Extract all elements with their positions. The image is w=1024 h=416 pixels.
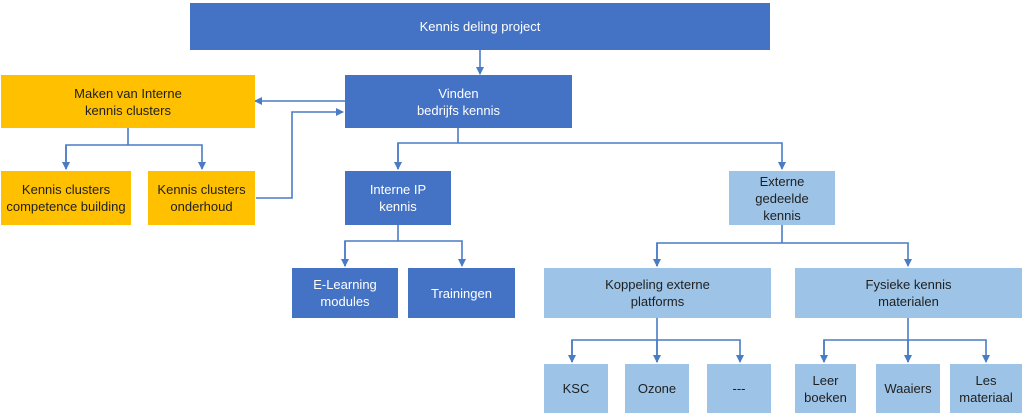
node-kennis-deling-project: Kennis deling project xyxy=(190,3,770,50)
connector-vinden-to-children xyxy=(397,128,782,169)
connector-koppeling-to-children xyxy=(571,318,740,362)
node-externe-gedeelde-kennis: Externe gedeelde kennis xyxy=(729,171,835,225)
node-kennis-clusters-onderhoud: Kennis clusters onderhoud xyxy=(148,171,255,225)
connector-interne-to-children xyxy=(344,225,462,266)
node-leer-boeken: Leer boeken xyxy=(795,364,856,413)
node-maken-interne-kennis-clusters: Maken van Interne kennis clusters xyxy=(1,75,255,128)
node-trainingen: Trainingen xyxy=(408,268,515,318)
node-kennis-clusters-competence-building: Kennis clusters competence building xyxy=(1,171,131,225)
node-ksc: KSC xyxy=(544,364,608,413)
node-koppeling-externe-platforms: Koppeling externe platforms xyxy=(544,268,771,318)
connector-onderhoud-to-vinden xyxy=(256,108,344,199)
node-e-learning-modules: E-Learning modules xyxy=(292,268,398,318)
connector-fysieke-to-children xyxy=(823,318,986,362)
node-interne-ip-kennis: Interne IP kennis xyxy=(345,171,451,225)
connector-maken-to-clusters xyxy=(65,128,202,169)
node-waaiers: Waaiers xyxy=(876,364,940,413)
node-vinden-bedrijfs-kennis: Vinden bedrijfs kennis xyxy=(345,75,572,128)
node-dashes: --- xyxy=(707,364,771,413)
node-fysieke-kennis-materialen: Fysieke kennis materialen xyxy=(795,268,1022,318)
node-ozone: Ozone xyxy=(625,364,689,413)
node-les-materiaal: Les materiaal xyxy=(950,364,1022,413)
connector-externe-to-children xyxy=(656,225,908,266)
